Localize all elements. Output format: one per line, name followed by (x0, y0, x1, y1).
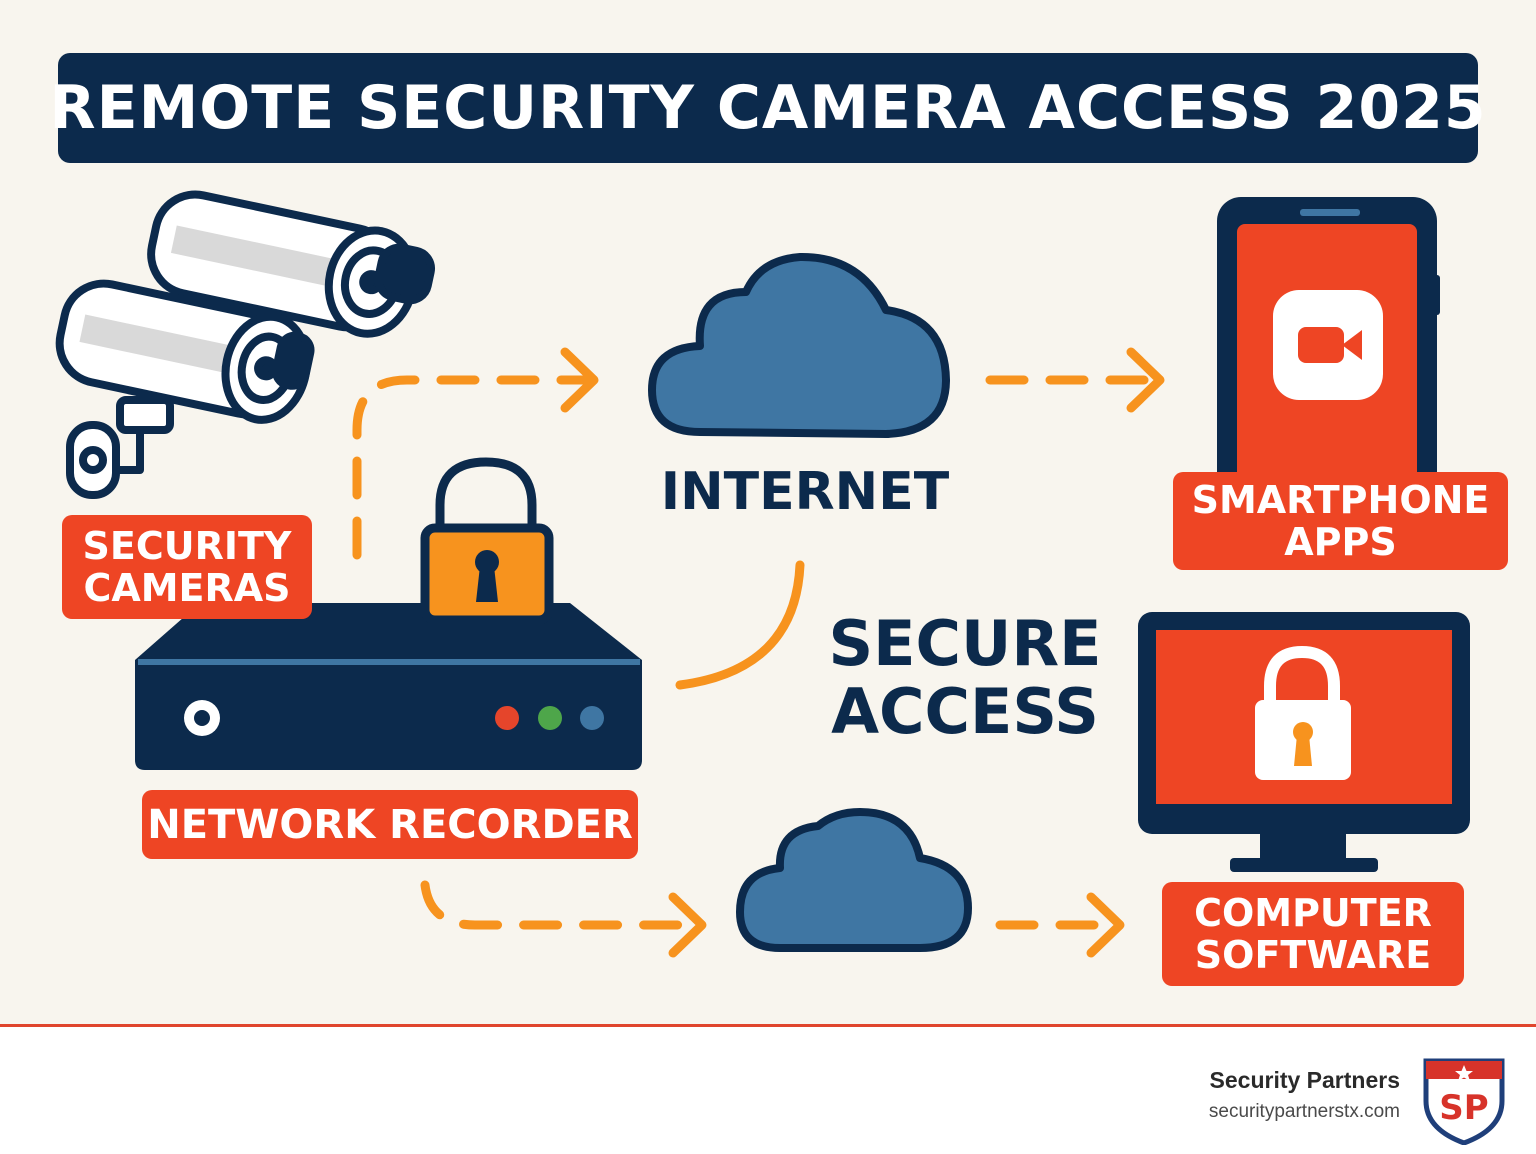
camera-back-icon (147, 190, 435, 338)
secure-access-label: SECURE ACCESS (820, 610, 1110, 746)
security-camera-icon (55, 190, 435, 499)
logo-text: SP (1439, 1088, 1488, 1128)
computer-software-label-line1: COMPUTER (1194, 891, 1432, 935)
security-cameras-label: SECURITY CAMERAS (62, 515, 312, 619)
page-title: REMOTE SECURITY CAMERA ACCESS 2025 (49, 73, 1487, 143)
smartphone-apps-label: SMARTPHONE APPS (1173, 472, 1508, 570)
brand-name: Security Partners (1209, 1067, 1400, 1093)
arrowhead-recorder-to-cloud (668, 892, 707, 958)
led-green-icon (538, 706, 562, 730)
connector-internet-to-recorder (675, 560, 805, 690)
monitor-lock-icon (1255, 645, 1351, 780)
smartphone-icon (1217, 197, 1440, 517)
monitor-icon (1138, 612, 1470, 872)
padlock-icon (420, 457, 554, 625)
arrow-recorder-to-internet (352, 375, 595, 560)
network-recorder-icon (135, 603, 642, 770)
security-cameras-label-line2: CAMERAS (83, 566, 291, 610)
secure-access-label-line1: SECURE (828, 607, 1102, 680)
computer-software-label: COMPUTER SOFTWARE (1162, 882, 1464, 986)
smartphone-apps-label-line2: APPS (1284, 520, 1397, 564)
secure-access-label-line2: ACCESS (831, 675, 1099, 748)
title-banner: REMOTE SECURITY CAMERA ACCESS 2025 (49, 53, 1486, 163)
arrowhead-internet-to-smartphone (1126, 347, 1165, 413)
security-cameras-label-line1: SECURITY (82, 524, 292, 568)
brand-url[interactable]: securitypartnerstx.com (1208, 1101, 1400, 1122)
sp-shield-logo: SP (1423, 1058, 1505, 1145)
cloud-lower-icon (736, 808, 972, 952)
network-recorder-label-text: NETWORK RECORDER (147, 801, 633, 848)
footer: Security Partners securitypartnerstx.com… (0, 1024, 1536, 1154)
led-red-icon (495, 706, 519, 730)
arrowhead-cloud-to-computer (1086, 892, 1125, 958)
led-blue-icon (580, 706, 604, 730)
flow-arrows (352, 347, 1165, 958)
arrow-recorder-to-cloud (420, 880, 705, 930)
internet-label: INTERNET (660, 462, 950, 522)
computer-software-label-line2: SOFTWARE (1194, 933, 1432, 977)
arrowhead-recorder-to-internet (560, 347, 599, 413)
network-recorder-label: NETWORK RECORDER (142, 790, 638, 859)
camera-mount-icon (66, 396, 174, 499)
smartphone-apps-label-line1: SMARTPHONE (1191, 478, 1490, 522)
cloud-icon (648, 252, 950, 438)
diagram-graphics (55, 190, 1470, 958)
camera-front-icon (55, 279, 315, 424)
